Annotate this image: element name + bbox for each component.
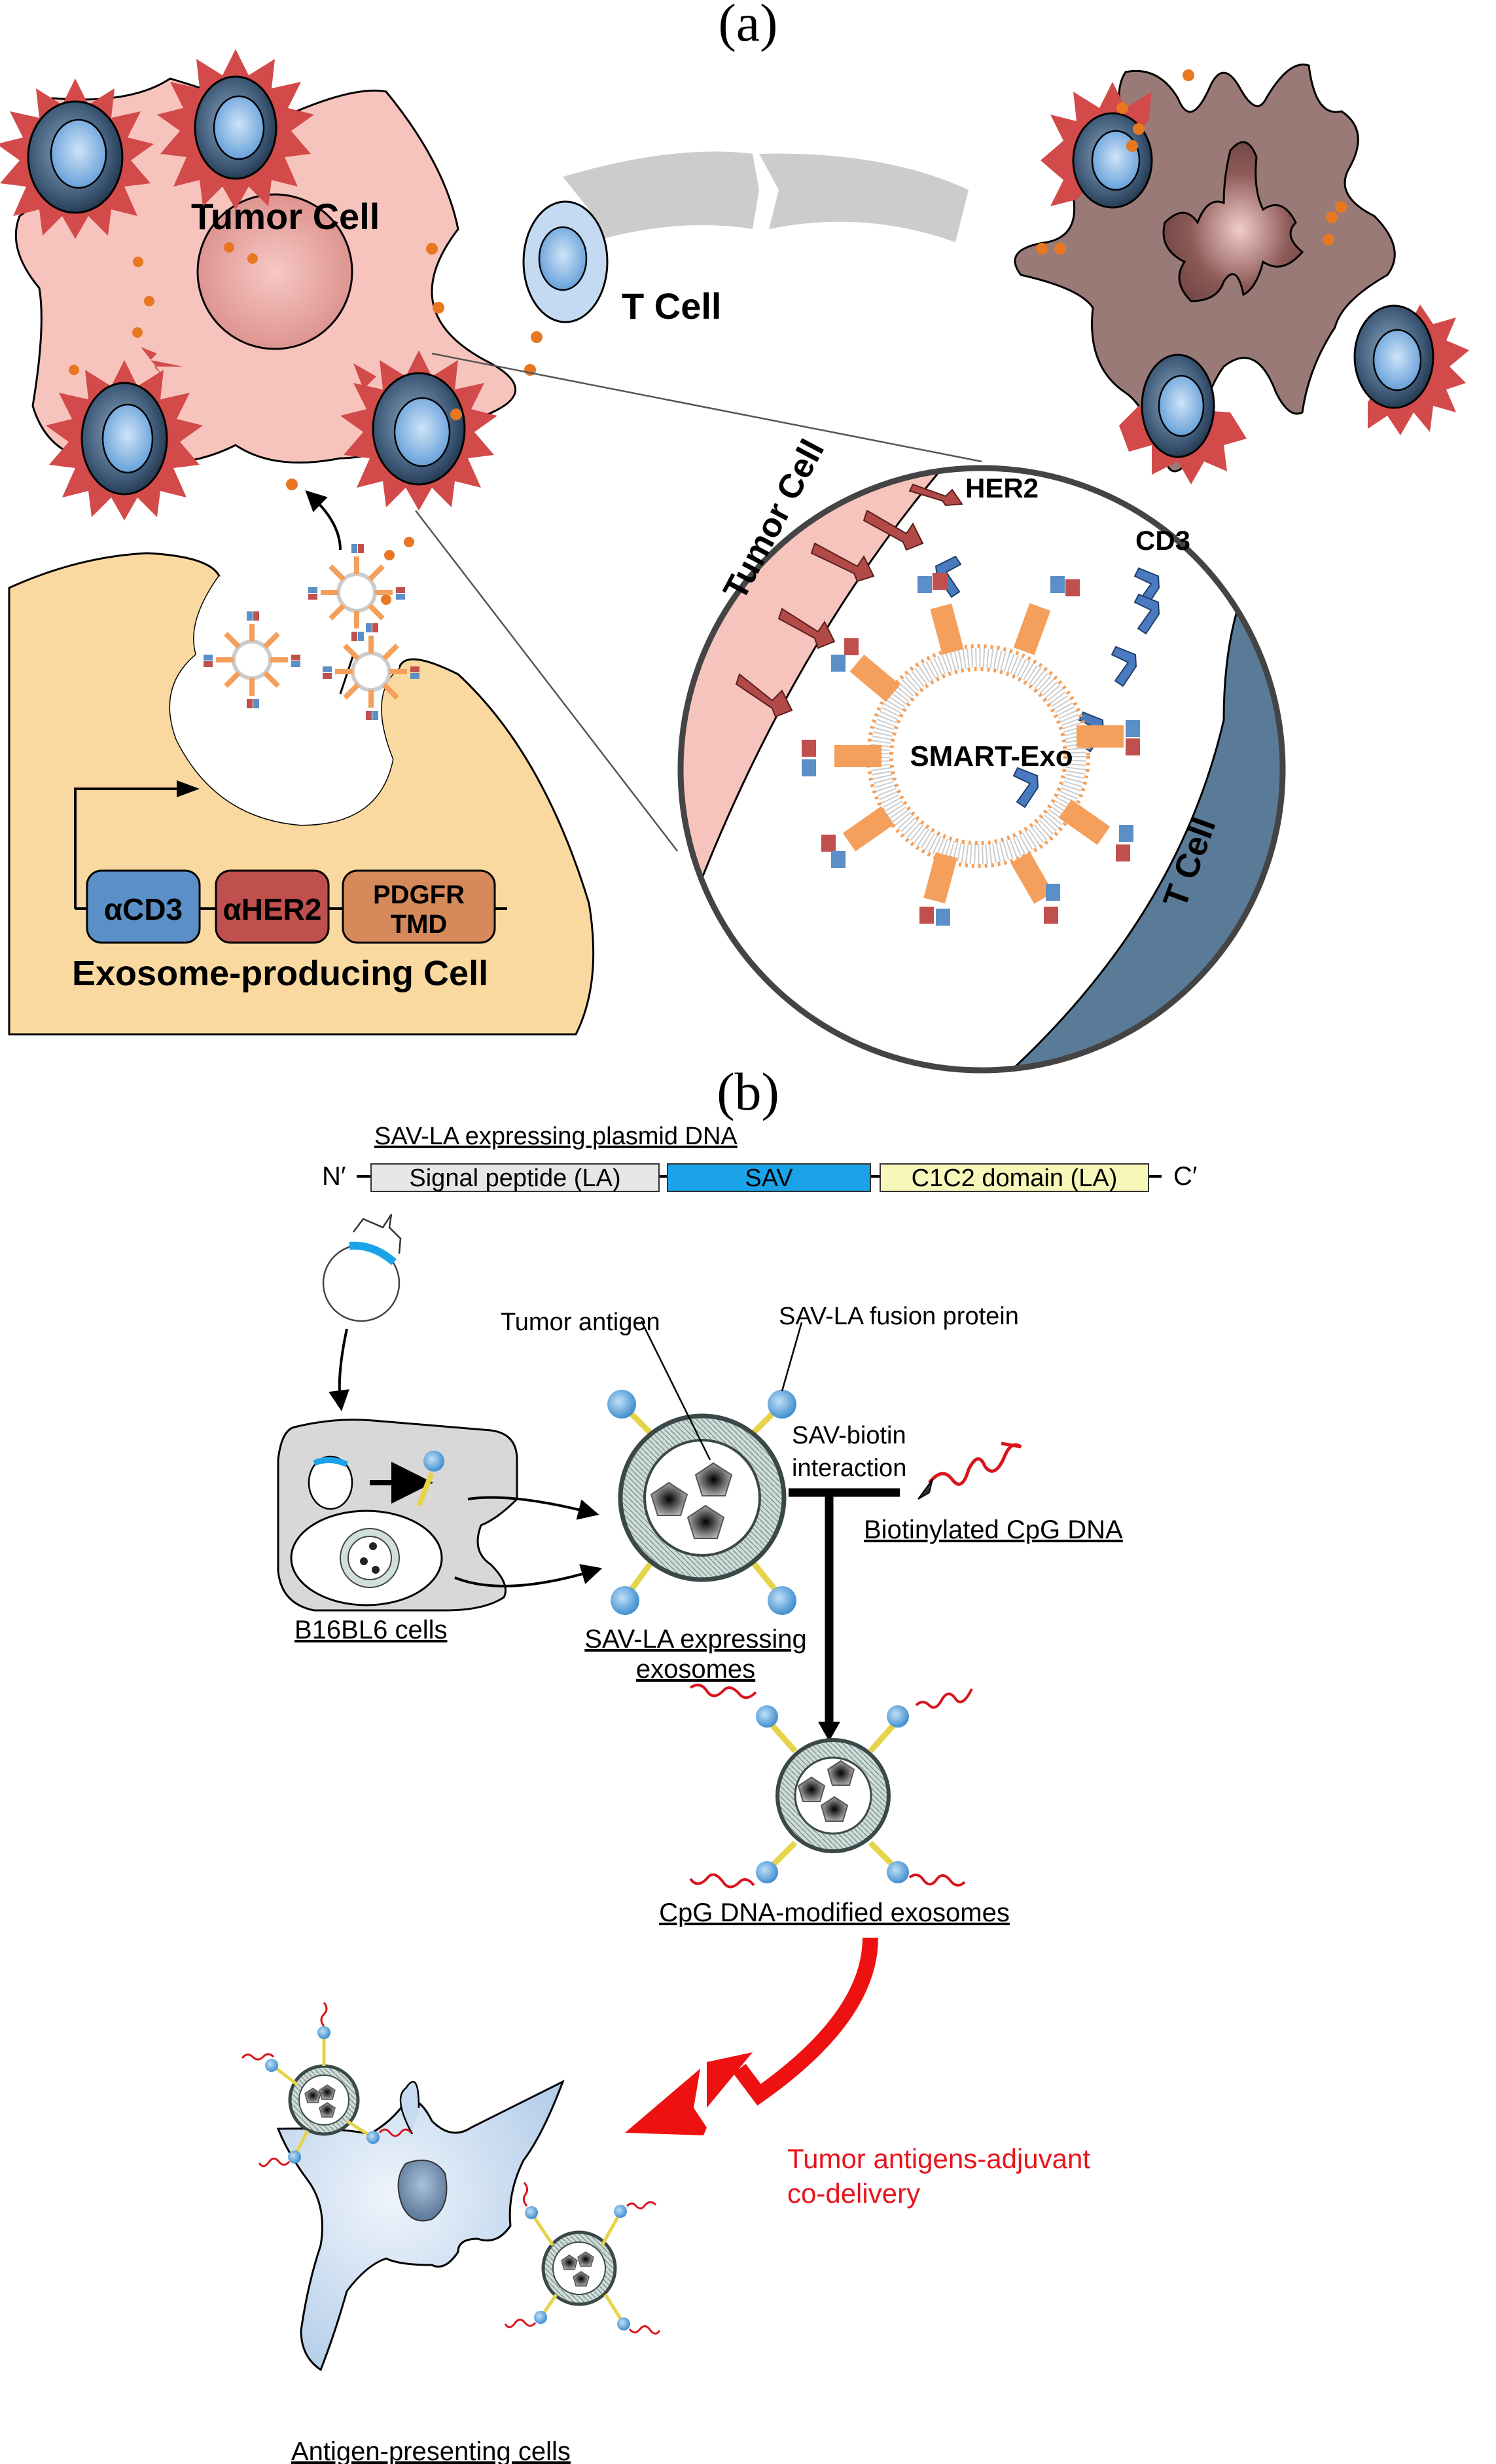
segment-acd3-label: αCD3 xyxy=(104,892,183,926)
inset-cd3-label: CD3 xyxy=(1135,525,1190,556)
segment-signal xyxy=(370,1163,660,1192)
cpg-label: Biotinylated CpG DNA xyxy=(864,1515,1123,1544)
modified-exosomes-label: CpG DNA-modified exosomes xyxy=(659,1898,1010,1927)
inset-her2-label: HER2 xyxy=(965,473,1039,503)
smart-exo: SMART-Exo xyxy=(802,573,1140,926)
plasmid-title: SAV-LA expressing plasmid DNA xyxy=(374,1123,738,1150)
t-cell-label: T Cell xyxy=(622,285,721,327)
progression-arrow xyxy=(563,151,969,245)
segment-tmd-label: TMD xyxy=(391,910,448,939)
plasmid-icon xyxy=(322,1214,402,1411)
producing-cell-label: Exosome-producing Cell xyxy=(72,954,488,993)
tumor-nucleus xyxy=(196,193,353,350)
sav-la-exosomes-label-2: exosomes xyxy=(636,1655,755,1684)
tumor-antigen-label: Tumor antigen xyxy=(501,1309,660,1336)
segment-aher2-label: αHER2 xyxy=(223,892,322,926)
segment-pdgfr-tmd xyxy=(342,869,496,944)
sav-biotin-interaction: SAV-biotin interaction xyxy=(789,1422,906,1741)
interaction-label-1: SAV-biotin xyxy=(792,1422,906,1449)
panel-b-label: (b) xyxy=(717,1062,779,1121)
dead-tumor-cell xyxy=(1014,63,1469,484)
apc-label: Antigen-presenting cells xyxy=(291,2437,571,2464)
exosome-producing-cell: αCD3 αHER2 PDGFR TMD Exosome-producing C… xyxy=(8,490,595,1036)
signal-peptide-label: Signal peptide (LA) xyxy=(409,1165,620,1192)
free-t-cell: T Cell xyxy=(522,200,721,327)
biotinylated-cpg: Biotinylated CpG DNA xyxy=(864,1441,1123,1544)
segment-acd3 xyxy=(86,869,201,944)
segment-c1c2 xyxy=(880,1163,1149,1192)
segment-sav xyxy=(667,1163,871,1192)
c1c2-label: C1C2 domain (LA) xyxy=(912,1165,1118,1192)
cpg-modified-exosome: CpG DNA-modified exosomes xyxy=(659,1684,1010,1927)
fusion-protein-label: SAV-LA fusion protein xyxy=(779,1303,1019,1330)
b16bl6-cell: B16BL6 cells xyxy=(277,1419,603,1644)
codelivery-arrow: Tumor antigens-adjuvant co-delivery xyxy=(625,1937,1090,2209)
gene-construct: αCD3 αHER2 PDGFR TMD xyxy=(74,780,507,944)
her2-receptors xyxy=(735,483,963,718)
smart-exo-label: SMART-Exo xyxy=(910,740,1073,772)
n-terminus: N′ xyxy=(322,1162,346,1191)
sav-la-exosome: Tumor antigen SAV-LA fusion protein SAV-… xyxy=(501,1303,1019,1684)
codelivery-label-1: Tumor antigens-adjuvant xyxy=(787,2143,1090,2174)
sav-la-exosomes-label-1: SAV-LA expressing xyxy=(584,1625,806,1654)
interaction-label-2: interaction xyxy=(792,1455,906,1482)
zoom-line-bottom xyxy=(415,510,678,852)
mini-exosomes xyxy=(204,544,419,720)
sav-label: SAV xyxy=(745,1165,793,1192)
cd3-receptors xyxy=(935,555,1160,808)
segment-pdgfr-label: PDGFR xyxy=(373,880,465,909)
c-terminus: C′ xyxy=(1173,1162,1197,1191)
codelivery-label-2: co-delivery xyxy=(787,2178,920,2209)
plasmid-construct: SAV-LA expressing plasmid DNA N′ Signal … xyxy=(322,1123,1197,1192)
zoom-line-top xyxy=(431,352,982,463)
inset-magnified-synapse: SMART-Exo HER2 CD3 Tumor Cell T Cell xyxy=(677,433,1286,1074)
tumor-cell-label: Tumor Cell xyxy=(191,196,380,237)
segment-aher2 xyxy=(215,869,330,944)
b16bl6-label: B16BL6 cells xyxy=(294,1616,447,1644)
panel-a-label: (a) xyxy=(718,0,777,52)
antigen-presenting-cell: Antigen-presenting cells xyxy=(241,2002,661,2464)
attacking-t-cells xyxy=(0,49,497,520)
